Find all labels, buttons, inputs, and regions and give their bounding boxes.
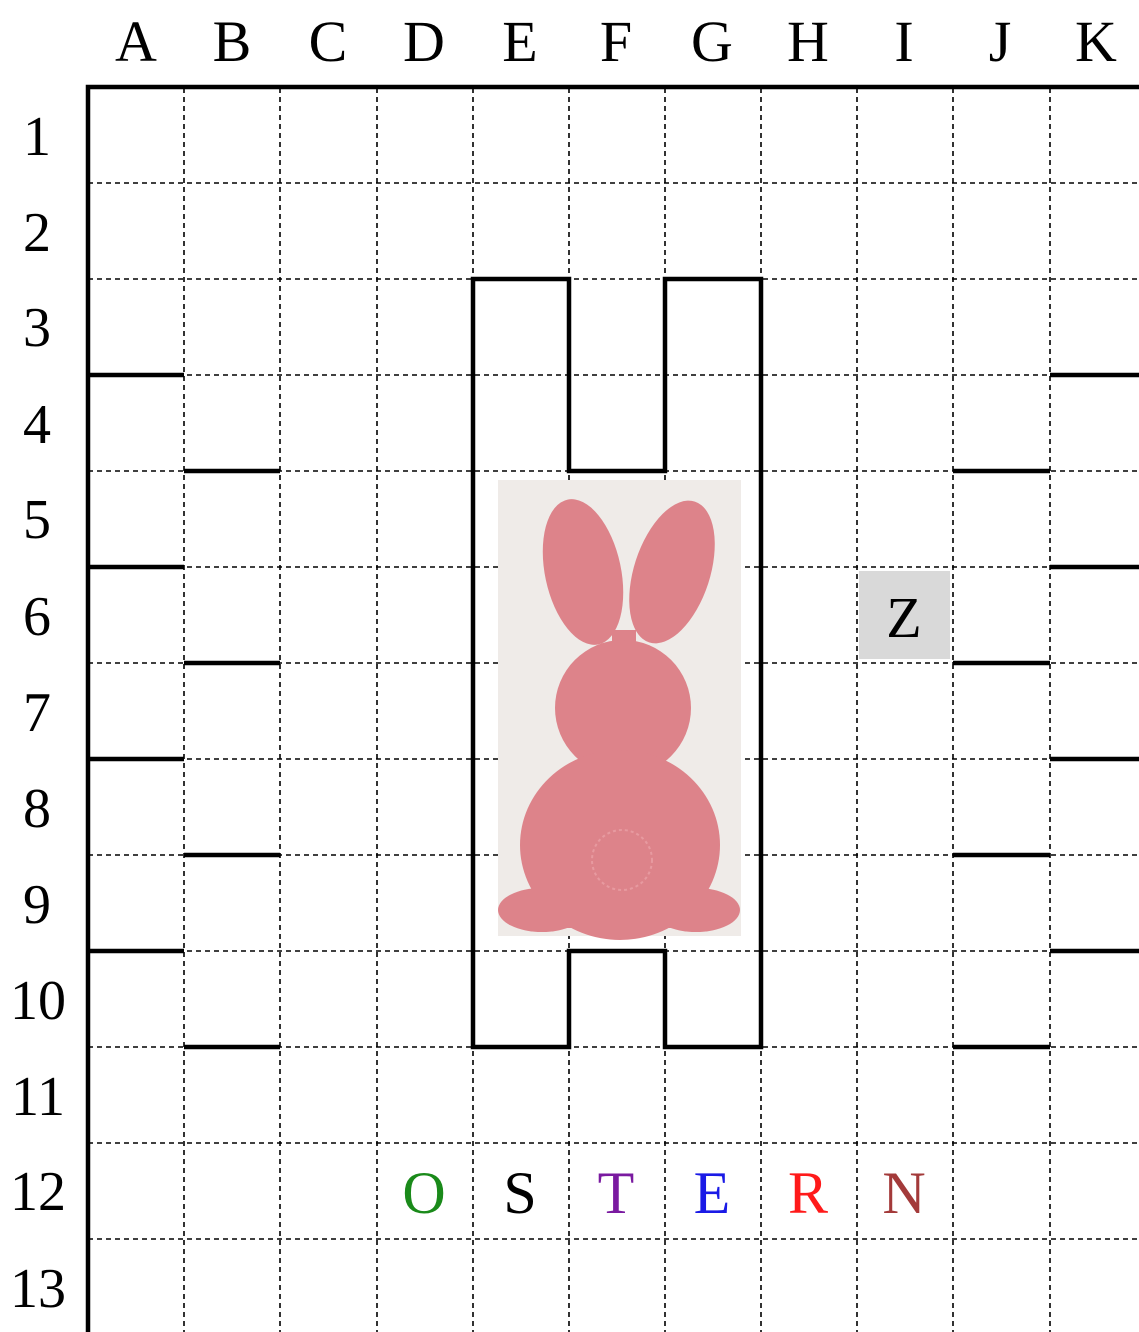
word-letter-r: R (788, 1160, 828, 1226)
column-label-c: C (309, 9, 348, 74)
word-letter-t: T (598, 1160, 635, 1226)
column-label-h: H (787, 9, 829, 74)
z-marker-label: Z (886, 585, 921, 650)
column-label-g: G (691, 9, 733, 74)
easter-bunny-icon (498, 480, 741, 940)
column-label-a: A (115, 9, 157, 74)
row-label-1: 1 (23, 106, 51, 168)
column-label-j: J (989, 9, 1012, 74)
row-label-13: 13 (10, 1258, 66, 1320)
word-letter-s: S (503, 1160, 536, 1226)
row-label-8: 8 (23, 778, 51, 840)
z-marker[interactable]: Z (859, 571, 950, 659)
row-label-12: 12 (10, 1161, 66, 1223)
word-letter-o: O (402, 1160, 445, 1226)
column-label-d: D (403, 9, 445, 74)
column-label-k: K (1075, 9, 1117, 74)
row-label-7: 7 (23, 682, 51, 744)
word-letter-e: E (694, 1160, 731, 1226)
row-label-10: 10 (10, 970, 66, 1032)
word-letter-n: N (882, 1160, 925, 1226)
row-label-5: 5 (23, 489, 51, 551)
column-label-b: B (213, 9, 252, 74)
row-label-3: 3 (23, 297, 51, 359)
row-label-6: 6 (23, 586, 51, 648)
row-label-11: 11 (11, 1066, 65, 1128)
row-label-4: 4 (23, 394, 51, 456)
column-label-f: F (600, 9, 632, 74)
right-walls (953, 375, 1139, 1047)
row-label-2: 2 (23, 202, 51, 264)
column-label-e: E (502, 9, 537, 74)
column-label-i: I (894, 9, 913, 74)
row-label-9: 9 (23, 874, 51, 936)
